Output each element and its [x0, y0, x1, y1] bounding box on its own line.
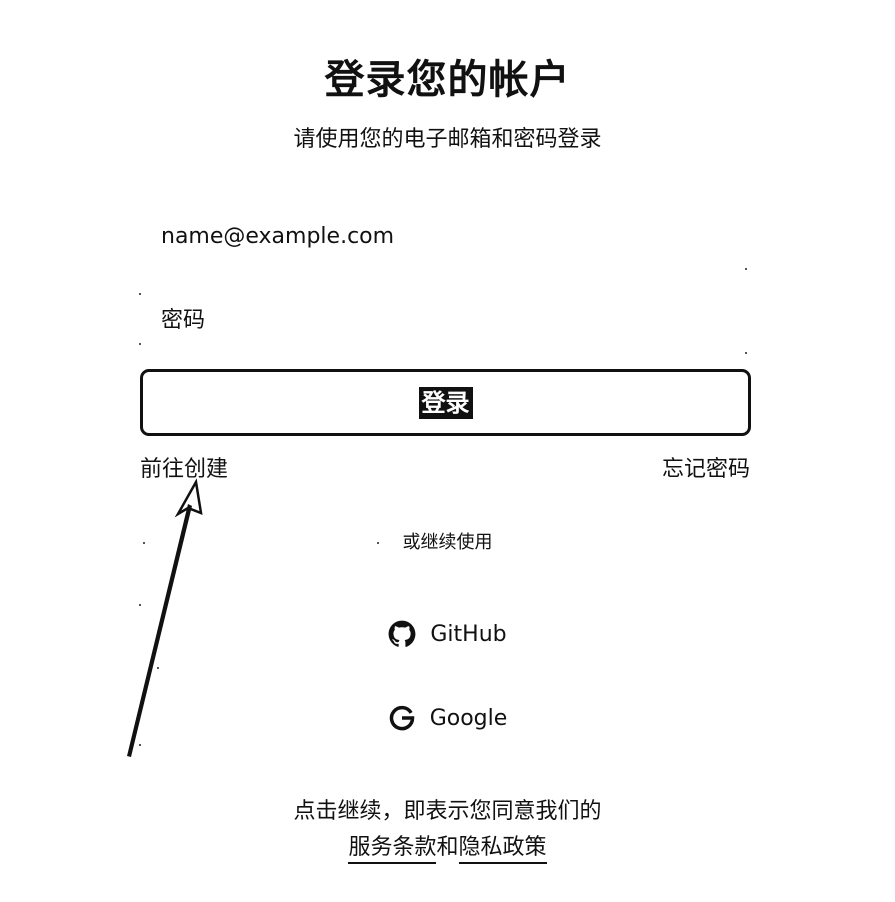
login-button[interactable]: 登录: [140, 369, 751, 436]
divider-mark: [157, 667, 159, 669]
terms-notice: 点击继续，即表示您同意我们的: [293, 799, 602, 824]
page-subtitle: 请使用您的电子邮箱和密码登录: [293, 127, 602, 152]
field-border-mark: [745, 268, 747, 270]
terms-conjunction: 和: [436, 835, 459, 860]
divider-mark: [139, 604, 141, 606]
google-login-button[interactable]: Google: [340, 692, 555, 744]
github-login-button[interactable]: GitHub: [340, 608, 555, 660]
create-account-link[interactable]: 前往创建: [140, 457, 229, 482]
forgot-password-link[interactable]: 忘记密码: [661, 457, 750, 482]
annotation-arrow-head: [174, 478, 203, 518]
terms-of-service-link[interactable]: 服务条款: [348, 835, 437, 864]
google-login-label: Google: [429, 705, 508, 731]
field-border-mark: [139, 343, 141, 345]
divider-mark: [377, 542, 379, 544]
github-icon: [388, 620, 416, 647]
login-button-label: 登录: [418, 386, 473, 419]
divider-mark: [143, 542, 145, 544]
email-field[interactable]: [140, 205, 750, 267]
google-icon: [389, 705, 414, 731]
github-login-label: GitHub: [430, 621, 507, 647]
privacy-policy-link[interactable]: 隐私政策: [458, 835, 547, 864]
page-title: 登录您的帐户: [324, 57, 571, 103]
field-border-mark: [139, 293, 141, 295]
divider-mark: [139, 744, 141, 746]
divider-text: 或继续使用: [402, 532, 493, 553]
password-field[interactable]: [140, 289, 750, 351]
field-border-mark: [745, 352, 747, 354]
terms-links-line: 服务条款和隐私政策: [0, 832, 895, 864]
